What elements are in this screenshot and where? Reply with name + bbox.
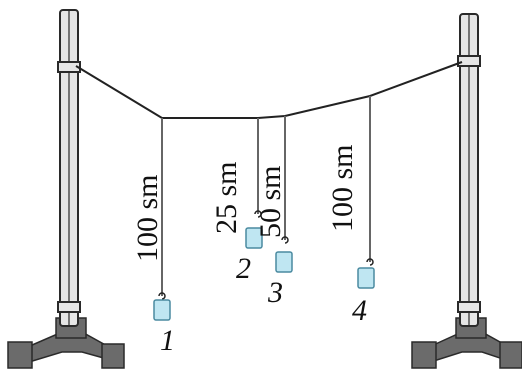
right-stand-pole <box>457 13 481 327</box>
pendulum-4-hook <box>366 258 374 266</box>
pendulum-4: 100 sm 4 <box>326 96 375 327</box>
pendulum-2-number: 2 <box>236 252 251 285</box>
pendulum-1-length-label: 100 sm <box>131 174 164 262</box>
pendulum-4-bob <box>357 267 375 289</box>
pendulum-3-length-label: 50 sm <box>254 165 287 238</box>
right-stand-base <box>411 317 522 369</box>
pendulum-3-bob <box>275 251 293 273</box>
pendulum-2-hook <box>254 210 262 218</box>
pendulum-2-bob <box>245 227 263 249</box>
pendulum-4-length-label: 100 sm <box>326 144 359 232</box>
pendulum-1-number: 1 <box>160 324 175 357</box>
pendulum-3-hook <box>281 236 289 244</box>
support-rope <box>75 61 463 119</box>
pendulum-3-number: 3 <box>267 276 283 309</box>
pendulum-4-number: 4 <box>352 294 367 327</box>
pendulum-2: 25 sm 2 <box>210 118 263 285</box>
right-stand <box>411 13 522 369</box>
left-stand-pole <box>57 9 81 327</box>
pendulum-2-length-label: 25 sm <box>210 161 243 234</box>
pendulum-1-hook <box>158 292 166 300</box>
pendulum-3: 50 sm 3 <box>254 116 293 309</box>
pendulum-1: 100 sm 1 <box>131 118 175 357</box>
left-stand <box>7 9 125 369</box>
pendulum-1-bob <box>153 299 171 321</box>
